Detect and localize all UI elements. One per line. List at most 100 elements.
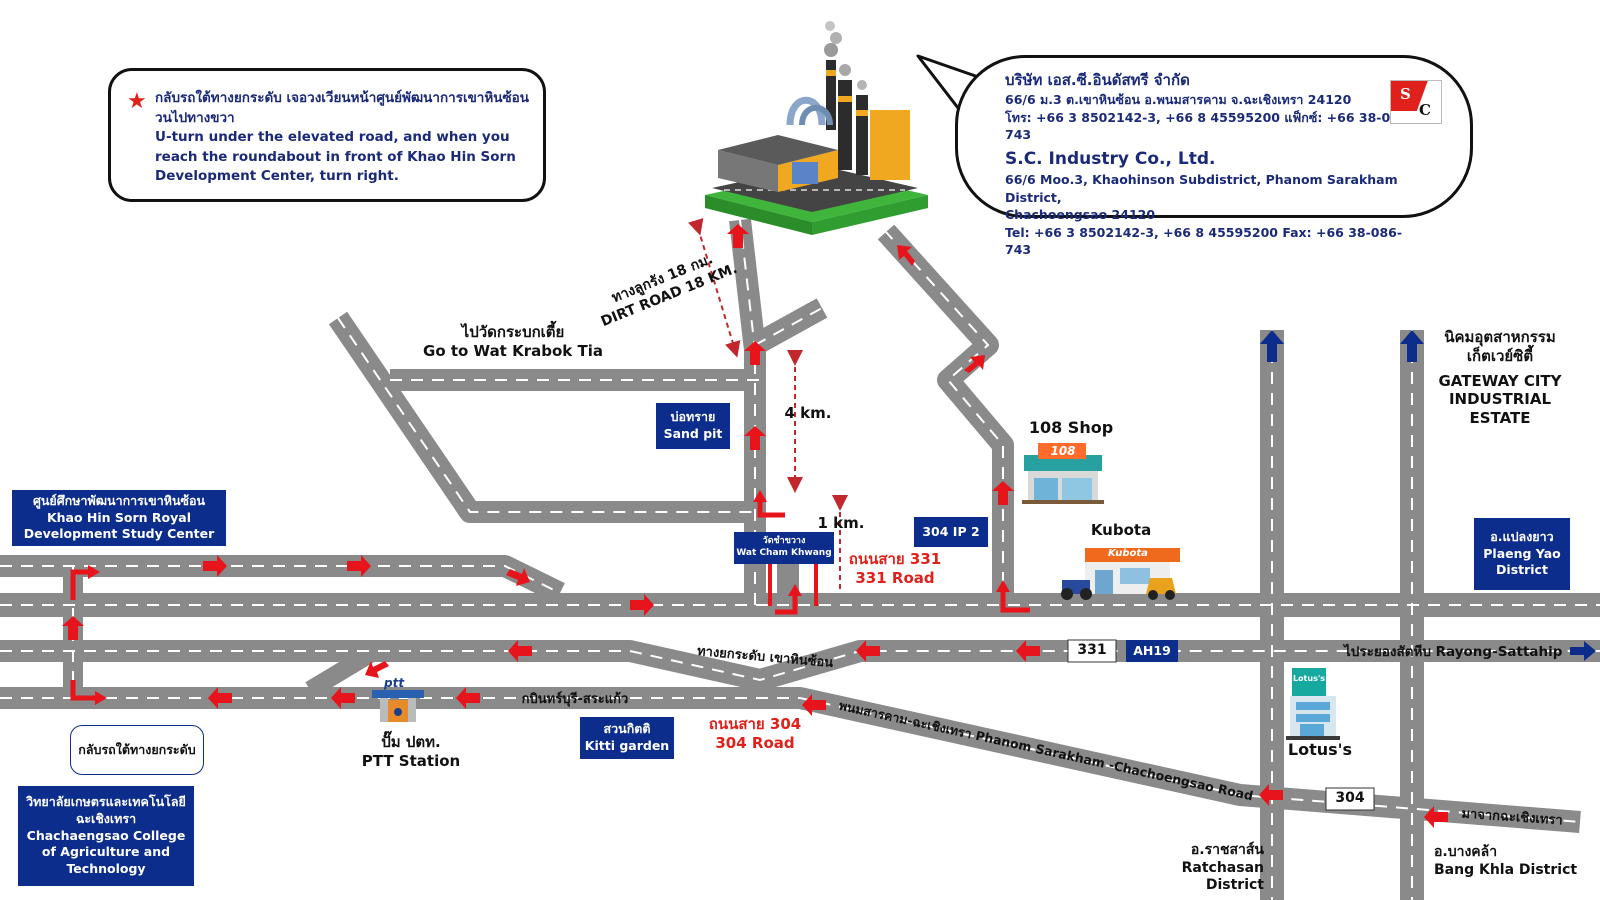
road-331-label-en: 331 Road [855, 568, 935, 587]
wat-krabok-label: ไปวัดกระบกเตี้ย Go to Wat Krabok Tia [418, 323, 608, 361]
arrow-left [802, 694, 826, 716]
arrow-left [1259, 784, 1283, 806]
ratchasan-label-thai: อ.ราชสาส์น [1190, 842, 1264, 858]
bangkhla-label-en: Bang Khla District [1434, 861, 1578, 878]
arrow-left [331, 687, 355, 709]
road-shields [1067, 639, 1375, 811]
lotus-icon [1286, 668, 1340, 740]
box-college: วิทยาลัยเกษตรและเทคโนโลยี ฉะเชิงเทรา Cha… [18, 786, 194, 886]
gateway-label-en-3: ESTATE [1469, 409, 1531, 427]
wat-cham-sign-post [768, 564, 772, 606]
turn-arrow-heads [88, 490, 1010, 705]
company-en-address-1: 66/6 Moo.3, Khaohinson Subdistrict, Phan… [1005, 172, 1398, 205]
arrow-right [347, 555, 371, 577]
arrow-left [1016, 640, 1040, 662]
arrow-up [897, 245, 915, 266]
ptt-label-thai: ปั๊ม ปตท. [381, 733, 441, 751]
kubota-sign: Kubota [1108, 548, 1148, 559]
road-304-label-thai: ถนนสาย 304 [708, 715, 802, 733]
shop-108-label: 108 Shop [1028, 418, 1114, 437]
road-ptt-ramp [305, 643, 380, 698]
box-plaeng-yao: อ.แปลงยาว Plaeng Yao District [1474, 518, 1570, 590]
turn-arrows [70, 500, 1030, 701]
arrow-right [203, 555, 227, 577]
arrow-right [630, 594, 654, 616]
shield-304-text: 304 [1335, 790, 1365, 806]
road-331-label-thai: ถนนสาย 331 [848, 550, 942, 568]
road-304-label-en: 304 Road [715, 733, 795, 752]
four-km-label: 4 km. [784, 404, 832, 422]
arrow-up-blue [1260, 330, 1284, 362]
arrow-left [208, 687, 232, 709]
box-sand-pit: บ่อทราย Sand pit [656, 403, 730, 449]
kubota-icon [1061, 548, 1180, 600]
road-331-label: ถนนสาย 331 331 Road [840, 550, 950, 588]
uturn-bubble-text: กลับรถใต้ทางยกระดับ [78, 742, 196, 757]
company-logo-s: S [1400, 85, 1411, 103]
company-callout [955, 55, 1473, 218]
ptt-label: ปั๊ม ปตท. PTT Station [356, 733, 466, 771]
box-kitti-garden: สวนกิตติ Kitti garden [580, 717, 674, 759]
company-thai-name: บริษัท เอส.ซี.อินดัสทรี จำกัด [1005, 71, 1190, 89]
shop-108-sign: 108 [1050, 444, 1076, 458]
shield-331 [1067, 639, 1117, 663]
arrow-left [365, 661, 389, 678]
arrow-up [744, 426, 766, 450]
shield-304 [1325, 787, 1375, 811]
box-304-ip2: 304 IP 2 [914, 517, 988, 547]
wat-krabok-label-thai: ไปวัดกระบกเตี้ย [461, 323, 565, 341]
gateway-label-en-1: GATEWAY CITY [1438, 371, 1562, 390]
star-icon: ★ [127, 89, 147, 114]
ratchasan-label-en: Ratchasan District [1181, 859, 1264, 894]
bangkhla-label: อ.บางคล้า Bang Khla District [1434, 844, 1584, 879]
company-en-phone: Tel: +66 3 8502142-3, +66 8 45595200 Fax… [1005, 224, 1403, 258]
blue-arrows [1260, 330, 1596, 661]
measurement-lines [688, 218, 848, 590]
ptt-logo: ptt [384, 676, 405, 690]
gateway-label-thai-2: เก็ตเวย์ซิตี้ [1466, 346, 1534, 365]
arrow-up [62, 616, 84, 640]
wat-cham-sign-post [814, 564, 818, 606]
kubota-label: Kubota [1090, 521, 1152, 539]
company-en-name: S.C. Industry Co., Ltd. [1005, 148, 1216, 169]
gateway-label-thai-1: นิคมอุตสาหกรรม [1444, 328, 1556, 346]
arrow-right-blue [1570, 641, 1596, 661]
arrow-up [992, 481, 1014, 505]
arrow-left [856, 640, 880, 662]
company-thai-address: 66/6 ม.3 ต.เขาหินซ้อน อ.พนมสารคาม จ.ฉะเช… [1005, 92, 1352, 107]
kabin-label: กบินทร์บุรี-สระแก้ว [521, 692, 629, 707]
company-en-address-2: Chachoengsao 24120 [1005, 207, 1156, 223]
company-logo-c: C [1419, 101, 1431, 119]
company-info: บริษัท เอส.ซี.อินดัสทรี จำกัด 66/6 ม.3 ต… [1005, 70, 1425, 259]
arrow-up [744, 341, 766, 365]
box-wat-cham: วัดชำขวาง Wat Cham Khwang [734, 532, 834, 564]
one-km-label: 1 km. [817, 514, 865, 532]
ptt-station-icon [372, 690, 424, 722]
box-khao-hin-sorn: ศูนย์ศึกษาพัฒนาการเขาหินซ้อน Khao Hin So… [12, 490, 226, 546]
uturn-note-callout: ★ กลับรถใต้ทางยกระดับ เจอวงเวียนหน้าศูนย… [108, 68, 546, 202]
company-thai-phone: โทร: +66 3 8502142-3, +66 8 45595200 แฟ็… [1005, 109, 1413, 143]
rayong-label: ไประยองสัตหีบ Rayong-Sattahip [1344, 644, 1563, 660]
factory-icon [705, 21, 928, 235]
arrow-left [508, 640, 532, 662]
arrow-left [1424, 806, 1448, 828]
ratchasan-label: อ.ราชสาส์น Ratchasan District [1124, 842, 1264, 895]
company-logo: S C [1390, 80, 1442, 124]
route-arrows [62, 224, 1448, 828]
uturn-bubble: กลับรถใต้ทางยกระดับ [70, 725, 204, 775]
arrow-left [456, 687, 480, 709]
shop-108-icon [1022, 443, 1104, 504]
ptt-label-en: PTT Station [361, 751, 461, 770]
arrow-up [964, 355, 985, 373]
arrow-right [506, 568, 530, 586]
gateway-city-label: นิคมอุตสาหกรรม เก็ตเวย์ซิตี้ GATEWAY CIT… [1420, 328, 1580, 428]
lotus-label: Lotus's [1287, 740, 1353, 759]
gateway-label-en-2: INDUSTRIAL [1448, 390, 1552, 409]
note-english: U-turn under the elevated road, and when… [155, 129, 516, 185]
bangkhla-label-thai: อ.บางคล้า [1434, 844, 1498, 860]
shield-331-text: 331 [1077, 642, 1107, 658]
arrow-up-blue [1400, 330, 1424, 362]
road-304-label: ถนนสาย 304 304 Road [700, 715, 810, 753]
shield-ah19-text: AH19 [1133, 643, 1171, 658]
lotus-sign: Lotus's [1292, 674, 1326, 683]
